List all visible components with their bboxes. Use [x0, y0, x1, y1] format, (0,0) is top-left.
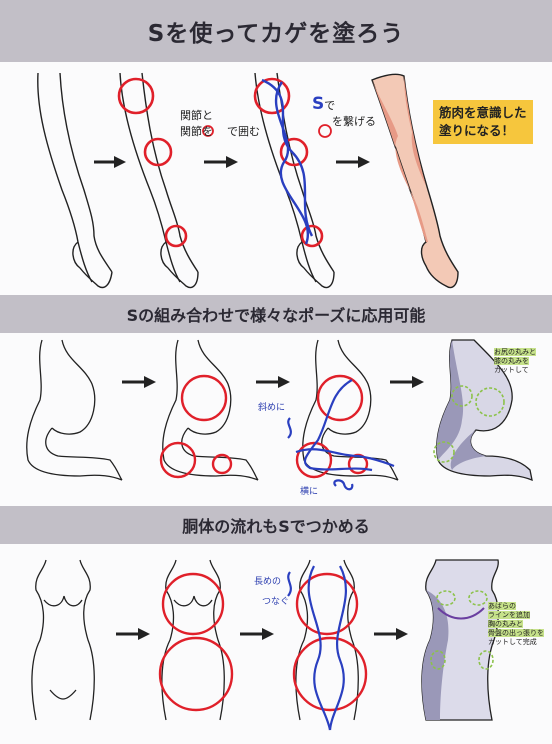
result-note: 筋肉を意識した 塗りになる！: [433, 100, 533, 144]
horiz-label: 横に: [300, 487, 319, 497]
leg-drawing-1: [37, 72, 113, 289]
torso-circles-2: [292, 572, 368, 712]
s-curves-leg: [261, 78, 314, 245]
joint-circles-kneel-2: [295, 374, 369, 479]
joint-circles-1: [117, 77, 188, 248]
joint-circles-kneel-1: [159, 374, 233, 479]
leg-drawing-3: [254, 72, 335, 289]
step2-label: Sで を繋げる: [312, 94, 376, 129]
kneel-shaded: [433, 339, 533, 482]
torso-drawing-1: [31, 559, 95, 721]
title-bar: Sを使ってカゲを塗ろう: [0, 0, 552, 62]
s-curves-torso: [287, 565, 347, 731]
kneel-note: お尻の丸みと 膝の丸みを カットして: [494, 348, 536, 374]
s-curves-kneel: [287, 379, 395, 491]
kneel-drawing-1: [26, 339, 123, 481]
leg-shaded: [371, 73, 459, 289]
torso-shaded: [421, 559, 499, 721]
long-label: 長めの: [254, 577, 282, 587]
section-header-poses: Sの組み合わせで様々なポーズに応用可能: [0, 295, 552, 333]
kneel-drawing-2: [162, 339, 259, 481]
section-heading: Sの組み合わせで様々なポーズに応用可能: [126, 306, 426, 325]
leg-drawing-2: [119, 72, 199, 289]
section-heading: 胴体の流れもSでつかめる: [182, 517, 370, 536]
torso-note: あばらの ラインを追加 胸の丸みと 骨盤の出っ張りを カットして完成: [488, 602, 544, 646]
connect-label: つなぐ: [262, 597, 290, 607]
step1-label: 関節と 関節をで囲む: [180, 109, 260, 138]
inline-circle-icon: [202, 124, 332, 138]
diag-label: 斜めに: [258, 403, 286, 413]
section-header-torso: 胴体の流れもSでつかめる: [0, 506, 552, 544]
joint-circles-2: [253, 77, 324, 248]
page-title: Sを使ってカゲを塗ろう: [147, 21, 405, 47]
torso-circles-1: [158, 572, 234, 712]
